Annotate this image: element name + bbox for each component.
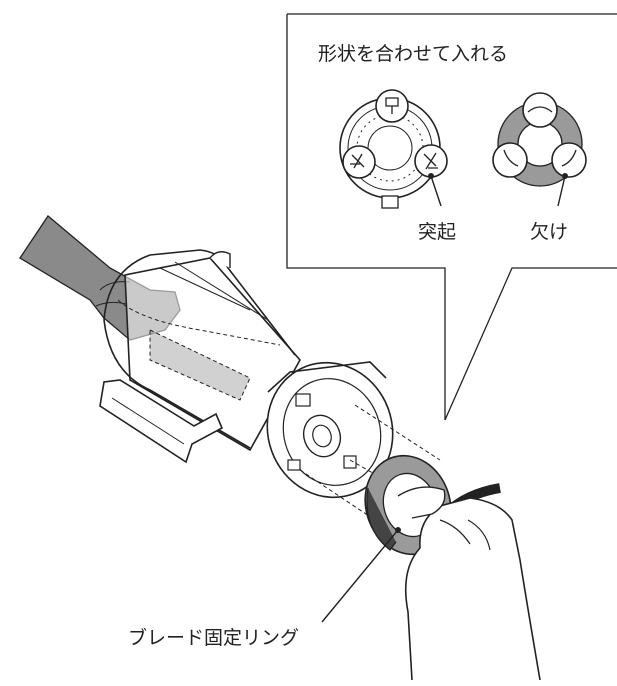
notch-top (522, 92, 558, 128)
callout-frame (286, 13, 617, 421)
blender-jar (99, 249, 301, 464)
callout-box: 形状を合わせて入れる 突起 (286, 13, 617, 421)
jar-base (266, 361, 394, 499)
blade-fixing-ring-label: ブレード固定リング (128, 626, 299, 649)
alignment-guides (299, 404, 441, 521)
protrusion-label: 突起 (418, 221, 456, 243)
ring-with-notches (492, 92, 587, 207)
notch-label: 欠け (530, 221, 568, 243)
callout-title: 形状を合わせて入れる (318, 43, 508, 65)
notch-right (551, 142, 587, 178)
turning-hand (397, 486, 541, 681)
ring-label-leader (321, 529, 399, 623)
base-disc-with-protrusions (339, 89, 448, 209)
